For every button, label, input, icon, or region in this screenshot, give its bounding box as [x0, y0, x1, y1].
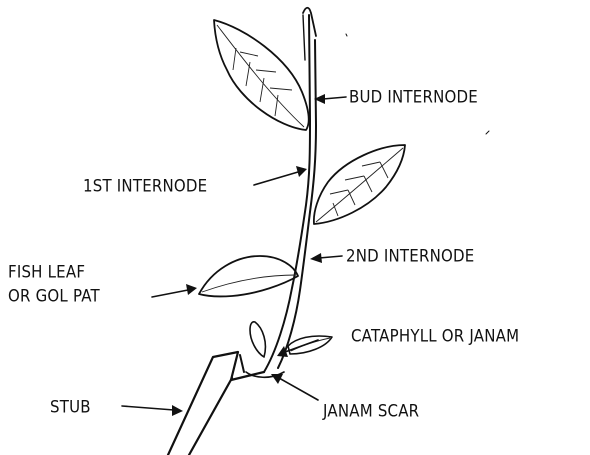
first-internode-label: 1ST INTERNODE: [83, 176, 207, 196]
top-leaf: [214, 20, 309, 130]
cataphyll-arrow: [277, 340, 318, 357]
bud-internode-arrow: [314, 94, 346, 104]
main-shoot-stem: [264, 8, 316, 372]
second-internode-label: 2ND INTERNODE: [346, 246, 474, 266]
fish-leaf: [199, 256, 298, 296]
bud-internode-label: BUD INTERNODE: [349, 87, 478, 107]
first-internode-arrow: [254, 166, 307, 185]
cataphyll-label: CATAPHYLL OR JANAM: [351, 326, 519, 346]
cataphyll-leaves: [250, 322, 332, 357]
stray-marks: [346, 34, 489, 134]
janam-scar-label: JANAM SCAR: [323, 401, 419, 421]
middle-leaf: [314, 145, 405, 224]
stub-label: STUB: [50, 397, 91, 417]
second-internode-arrow: [310, 253, 342, 263]
fish-leaf-label-line1: FISH LEAF: [8, 262, 85, 282]
fish-leaf-arrow: [152, 284, 197, 297]
stub-arrow: [122, 405, 183, 416]
janam-scar-arrow: [271, 374, 318, 400]
fish-leaf-label-line2: OR GOL PAT: [8, 286, 100, 306]
